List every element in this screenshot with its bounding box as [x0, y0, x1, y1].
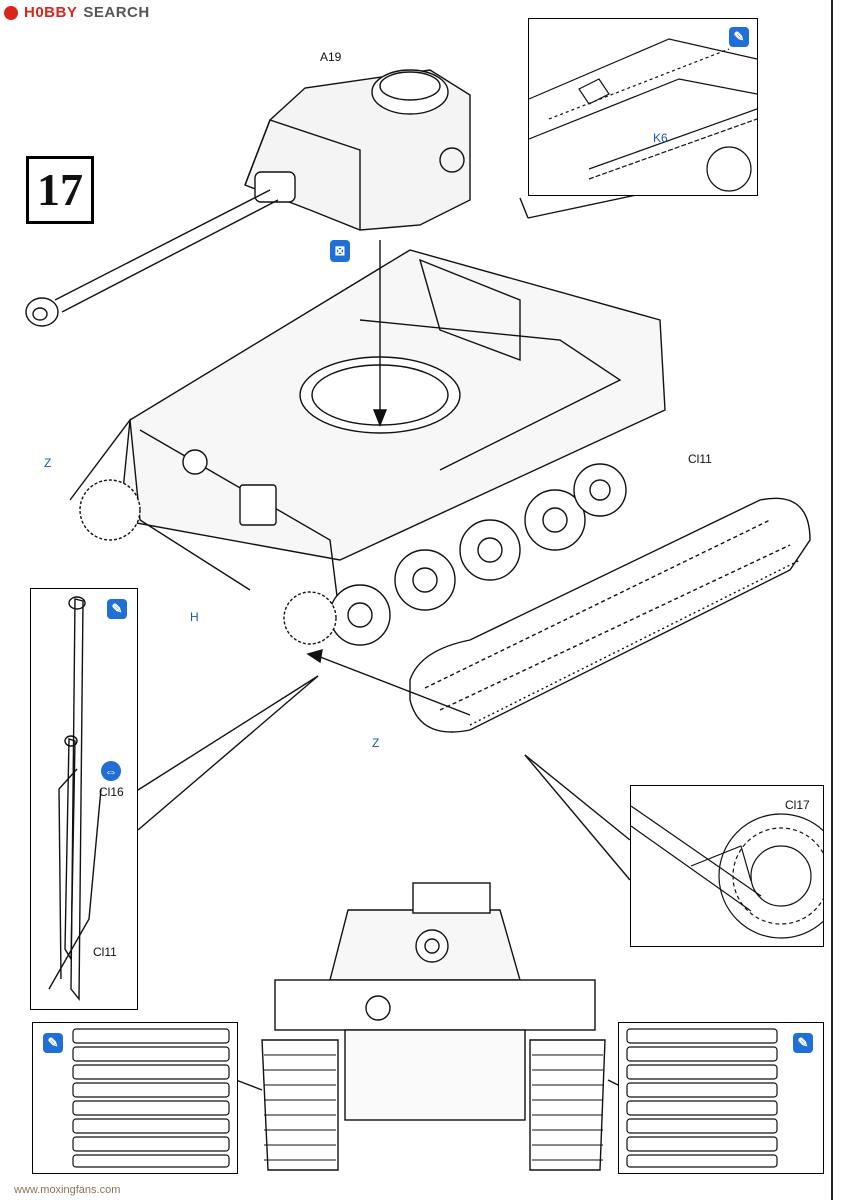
inset-track-right: ✎ — [618, 1022, 824, 1174]
inset-sprocket-detail: Cl17 — [630, 785, 824, 947]
site-brand[interactable]: H0BBY SEARCH — [4, 4, 150, 21]
label-a19: A19 — [320, 50, 342, 64]
brand-name: H0BBY — [24, 4, 78, 21]
brand-search: SEARCH — [83, 4, 150, 21]
label-z-left: Z — [44, 456, 52, 470]
turret-drawing — [25, 69, 471, 327]
rear-view-drawing — [235, 882, 629, 1171]
hull-drawing — [69, 240, 666, 621]
cement-bottle-icon: ⊠ — [330, 240, 350, 262]
inset-track-left: ✎ — [32, 1022, 238, 1174]
label-ci11-bottom: Cl11 — [93, 945, 117, 959]
sprocket-drawing — [631, 805, 823, 939]
inset-tow-cable-parts: ✎ ⇔ Cl16 Cl11 — [30, 588, 138, 1010]
track-links-right — [626, 1028, 778, 1168]
road-wheels — [79, 463, 627, 646]
watermark: www.moxingfans.com — [14, 1184, 121, 1196]
step-number: 17 — [26, 156, 94, 224]
label-ci16: Cl16 — [99, 785, 124, 799]
paint-brush-icon: ✎ — [107, 599, 127, 619]
label-h: H — [190, 610, 199, 624]
label-z-track: Z — [372, 736, 380, 750]
paint-brush-icon: ✎ — [729, 27, 749, 47]
tow-cable-drawing — [529, 38, 757, 192]
track-links-left — [72, 1028, 230, 1168]
label-ci17: Cl17 — [785, 798, 810, 812]
paint-brush-icon: ✎ — [793, 1033, 813, 1053]
label-k6: K6 — [653, 131, 668, 145]
repeat-both-sides-icon: ⇔ — [101, 761, 121, 781]
brand-logo-icon — [4, 5, 18, 20]
inset-tow-cable-detail: ✎ K6 — [528, 18, 758, 196]
track-run — [306, 497, 811, 733]
paint-brush-icon: ✎ — [43, 1033, 63, 1053]
page-edge — [831, 0, 833, 1200]
cable-parts-drawing — [48, 596, 102, 1001]
label-ci11-top: Cl11 — [688, 452, 712, 466]
